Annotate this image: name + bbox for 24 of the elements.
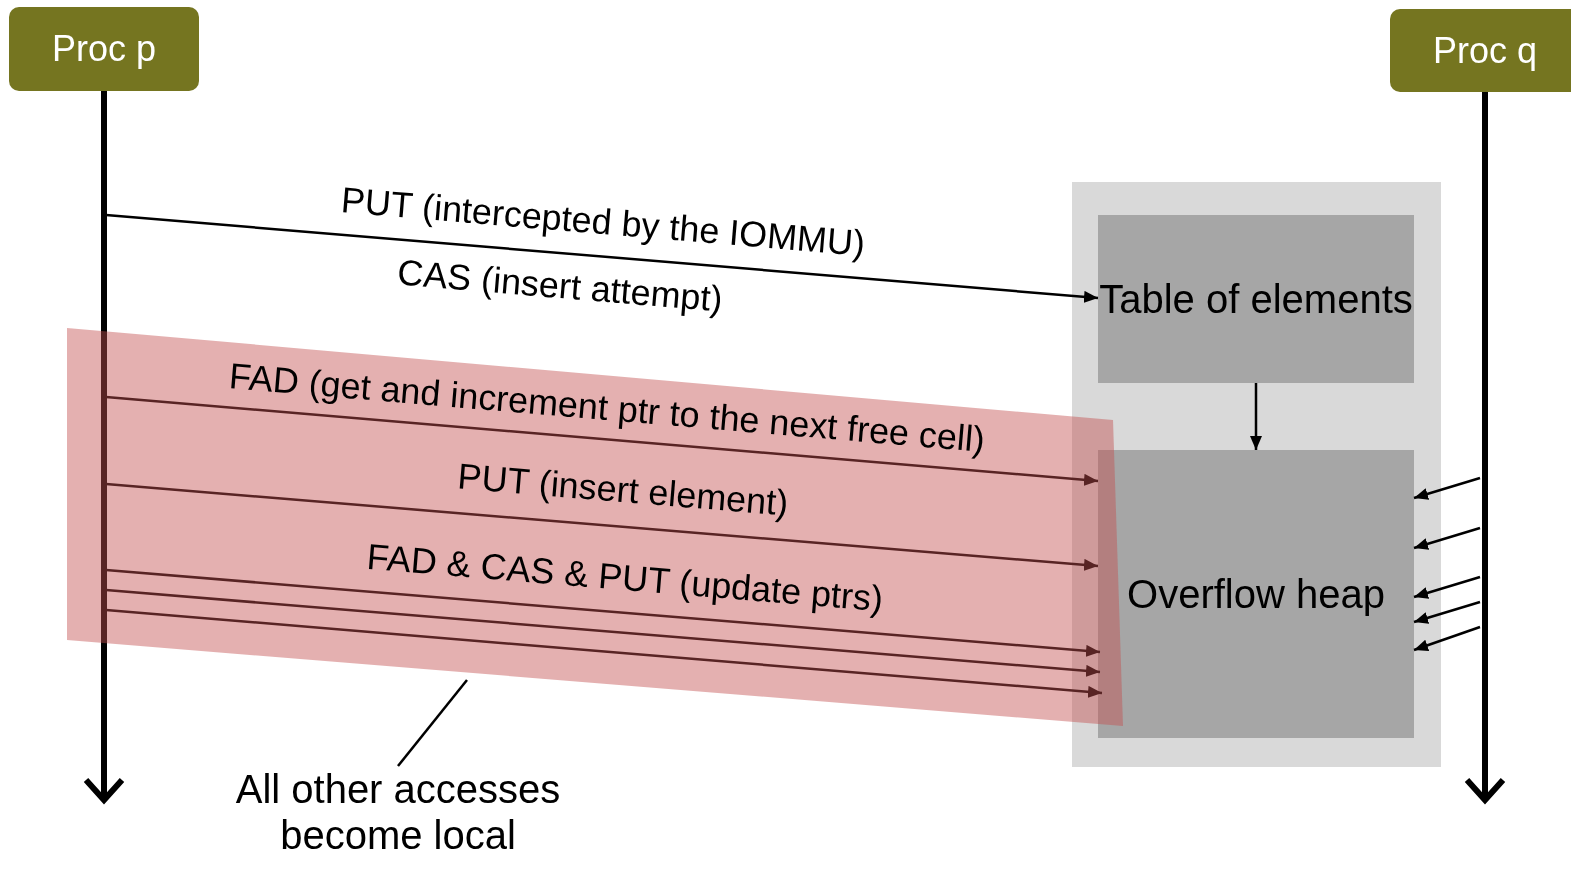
arrow — [1413, 625, 1481, 652]
arrow — [1413, 600, 1481, 624]
arrow — [1413, 476, 1481, 500]
arrow — [105, 482, 1099, 571]
arrow — [105, 588, 1101, 677]
highlight-band — [67, 328, 1123, 726]
arrow — [105, 395, 1099, 486]
process-header: Proc p — [9, 7, 199, 91]
arrow — [1413, 575, 1481, 599]
memory-box: Overflow heap — [1098, 450, 1414, 738]
panel — [1072, 182, 1441, 767]
annotation-label: CAS (insert attempt) — [395, 252, 725, 320]
edge-label: FAD & CAS & PUT (update ptrs) — [365, 536, 885, 620]
memory-box: Table of elements — [1098, 215, 1414, 383]
arrow — [1413, 526, 1481, 550]
process-header: Proc q — [1390, 9, 1571, 92]
arrow — [105, 213, 1099, 303]
note-text: All other accesses become local — [208, 766, 588, 866]
timeline-arrow — [1464, 92, 1506, 803]
timeline-arrow — [83, 91, 125, 803]
arrow — [105, 608, 1103, 698]
arrow — [105, 568, 1101, 657]
arrow — [1250, 383, 1262, 450]
leader-line — [397, 679, 468, 767]
